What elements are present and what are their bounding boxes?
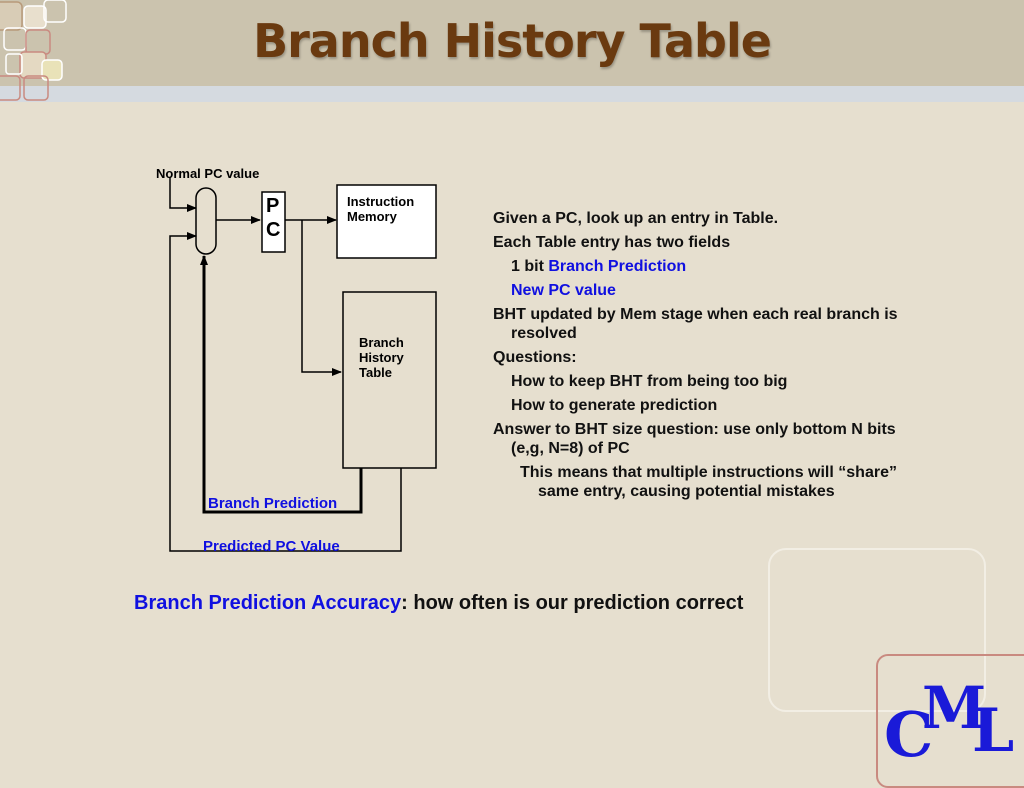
bullet-7: How to keep BHT from being too big	[511, 373, 788, 390]
pc-mux	[195, 187, 217, 255]
cml-logo: C M L	[880, 672, 1024, 771]
decorative-squares	[0, 0, 67, 101]
bullet-1: Given a PC, look up an entry in Table.	[493, 210, 779, 227]
logo-l: L	[972, 696, 1015, 766]
bht-label-line1: Branch	[359, 335, 404, 350]
bullet-3-blue: Branch Prediction	[548, 258, 687, 275]
predicted-pc-line	[169, 232, 402, 552]
bullet-8: How to generate prediction	[511, 397, 718, 414]
bullet-3-prefix: 1 bit	[511, 258, 549, 275]
pc-register	[261, 191, 286, 253]
slide-title: Branch History Table	[253, 14, 772, 68]
normal-pc-label: Normal PC value	[156, 166, 259, 181]
imem-label-line2: Memory	[347, 209, 398, 224]
predicted-pc-label: Predicted PC Value	[203, 538, 340, 555]
bullet-6: Questions:	[493, 349, 577, 366]
accuracy-text: : how often is our prediction correct	[401, 592, 744, 614]
bullet-3: 1 bit Branch Prediction	[493, 257, 913, 276]
header-band	[0, 86, 1024, 102]
bht-box	[342, 291, 437, 469]
branch-prediction-label: Branch Prediction	[208, 495, 337, 512]
bht-diagram: P C Instruction Memory Branch History Ta…	[156, 166, 437, 555]
accuracy-term: Branch Prediction Accuracy	[134, 592, 402, 614]
bullet-list: Given a PC, look up an entry in Table. E…	[493, 209, 913, 506]
imem-label-line1: Instruction	[347, 194, 414, 209]
bullet-2: Each Table entry has two fields	[493, 234, 731, 251]
bht-label-line3: Table	[359, 365, 392, 380]
bullet-4: New PC value	[511, 282, 616, 299]
bullet-10: This means that multiple instructions wi…	[520, 464, 897, 500]
bullet-9: Answer to BHT size question: use only bo…	[493, 421, 896, 457]
logo-m: M	[922, 674, 987, 742]
accuracy-definition: Branch Prediction Accuracy: how often is…	[134, 592, 874, 615]
bht-label-line2: History	[359, 350, 405, 365]
branch-prediction-line	[200, 255, 363, 514]
logo-c: C	[884, 698, 934, 771]
bullet-5: BHT updated by Mem stage when each real …	[493, 306, 898, 342]
pc-label-c: C	[266, 219, 280, 241]
normal-pc-line	[169, 177, 197, 212]
pc-to-bht-line	[301, 220, 342, 376]
instruction-memory-box	[336, 184, 437, 259]
slide-header	[0, 0, 1024, 86]
pc-label-p: P	[266, 195, 279, 217]
